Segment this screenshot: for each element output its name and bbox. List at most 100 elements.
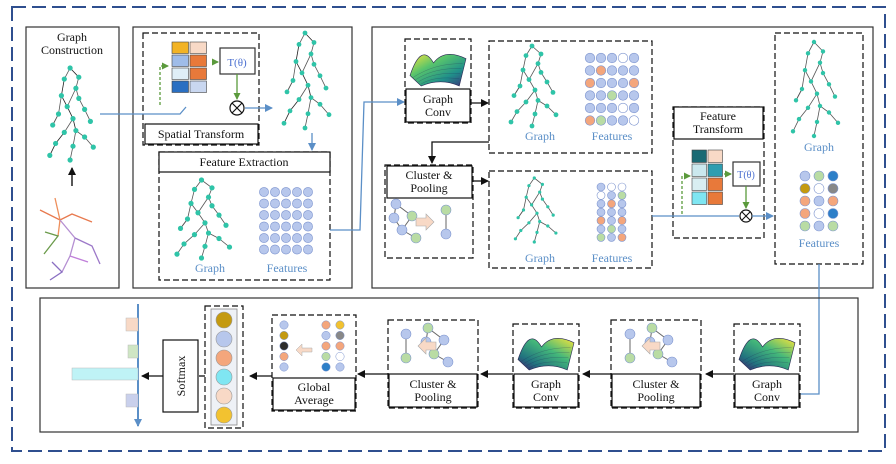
graph-node (305, 82, 311, 88)
graph-node (326, 112, 332, 118)
feature-cell (595, 115, 607, 126)
feature-cell (595, 52, 607, 64)
graph-node (73, 127, 79, 134)
cluster-label-3b: Pooling (414, 390, 451, 404)
graph-node (58, 93, 64, 99)
graph-node (532, 111, 538, 117)
graph-node (532, 176, 536, 180)
graph-node (514, 109, 520, 114)
graph-edge (798, 107, 809, 120)
features-label-c1: Features (592, 129, 633, 143)
graph-node (317, 73, 323, 79)
graph-node (527, 221, 531, 225)
graph-node (511, 93, 517, 98)
graph-node (290, 78, 296, 83)
feature-cell (292, 198, 302, 209)
pool-node (440, 204, 452, 216)
global-average-box (271, 314, 357, 412)
matrix-cell (189, 54, 207, 67)
matrix-cell (691, 191, 707, 205)
avg-cell (335, 331, 345, 340)
output-class-circle (215, 368, 233, 386)
graph-edge (528, 212, 538, 224)
features-label-ft: Features (799, 236, 840, 250)
pool-node (666, 356, 678, 368)
feature-cell (270, 221, 280, 232)
feature-cell (259, 221, 269, 232)
feature-cell (628, 115, 640, 126)
feature-cell (584, 65, 596, 76)
global-average-label-b: Average (294, 393, 334, 407)
probability-bar (71, 367, 139, 381)
softmax-label: Softmax (174, 356, 188, 397)
pool-arrow-icon (641, 337, 661, 355)
graph-node (826, 82, 832, 87)
graph-conv-label-1a: Graph (423, 92, 453, 106)
graph-node (820, 49, 826, 54)
pool-node (652, 348, 664, 360)
graph-node (195, 210, 201, 216)
matrix-cell (189, 80, 207, 93)
graph-node (799, 86, 805, 92)
feature-transform-label-box (673, 106, 764, 140)
graph-node (302, 125, 308, 131)
feature-cell (617, 207, 627, 217)
graph-edge (828, 112, 839, 124)
graph-node (524, 195, 528, 199)
graph-node (535, 98, 541, 103)
graph-node (535, 230, 539, 234)
graph-node (529, 123, 535, 129)
features-label-p1: Features (592, 251, 633, 265)
graph-node (87, 118, 93, 124)
feature-cell (596, 224, 606, 234)
graph-edge (807, 93, 818, 109)
graph-node (296, 97, 302, 102)
spatial-transform-label-box (144, 123, 259, 145)
feature-cell (292, 187, 302, 197)
graph-node (521, 208, 526, 212)
graph-edge (523, 197, 527, 211)
feature-cell (607, 191, 616, 200)
feature-cell (596, 216, 606, 225)
graph-node (523, 99, 529, 105)
graph-edge (292, 61, 297, 81)
graph-conv-label-1b: Conv (425, 105, 451, 119)
avg-cell (279, 320, 289, 330)
graph-edge (58, 95, 62, 115)
graph-node (546, 224, 550, 228)
feature-cell (270, 244, 280, 255)
features-pool-out (596, 182, 627, 242)
raw-skeleton (39, 197, 101, 281)
feature-cell (799, 220, 811, 232)
feature-cell (292, 221, 302, 232)
graph-edge (289, 99, 300, 112)
surface-mesh (409, 54, 467, 87)
feature-cell (617, 115, 629, 126)
spatial-transform-box (142, 32, 260, 146)
features-ft-out (799, 170, 839, 232)
graph-edge (525, 89, 536, 103)
avg-cell (279, 352, 289, 361)
graph-node (519, 228, 523, 233)
feature-cell (281, 198, 291, 209)
graph-node (832, 94, 838, 99)
surface-mesh (517, 338, 575, 371)
graph-conv-label-2b: Conv (754, 390, 780, 404)
t-theta-box (219, 47, 256, 75)
graph-node (820, 70, 826, 76)
feature-cell (617, 65, 629, 76)
feature-cell (617, 224, 627, 234)
graph-label-p1: Graph (525, 251, 555, 265)
features-label-fe: Features (267, 261, 308, 275)
graph-node (184, 216, 191, 222)
graph-edge (522, 55, 527, 71)
feature-cell (584, 52, 596, 64)
graph-edge (547, 206, 554, 216)
graph-node (554, 231, 558, 235)
graph-node (526, 77, 532, 82)
graph-node (82, 134, 88, 140)
graph-node (540, 197, 545, 201)
graph-node (826, 110, 832, 115)
graph-node (205, 230, 212, 236)
feature-cell (303, 233, 313, 243)
